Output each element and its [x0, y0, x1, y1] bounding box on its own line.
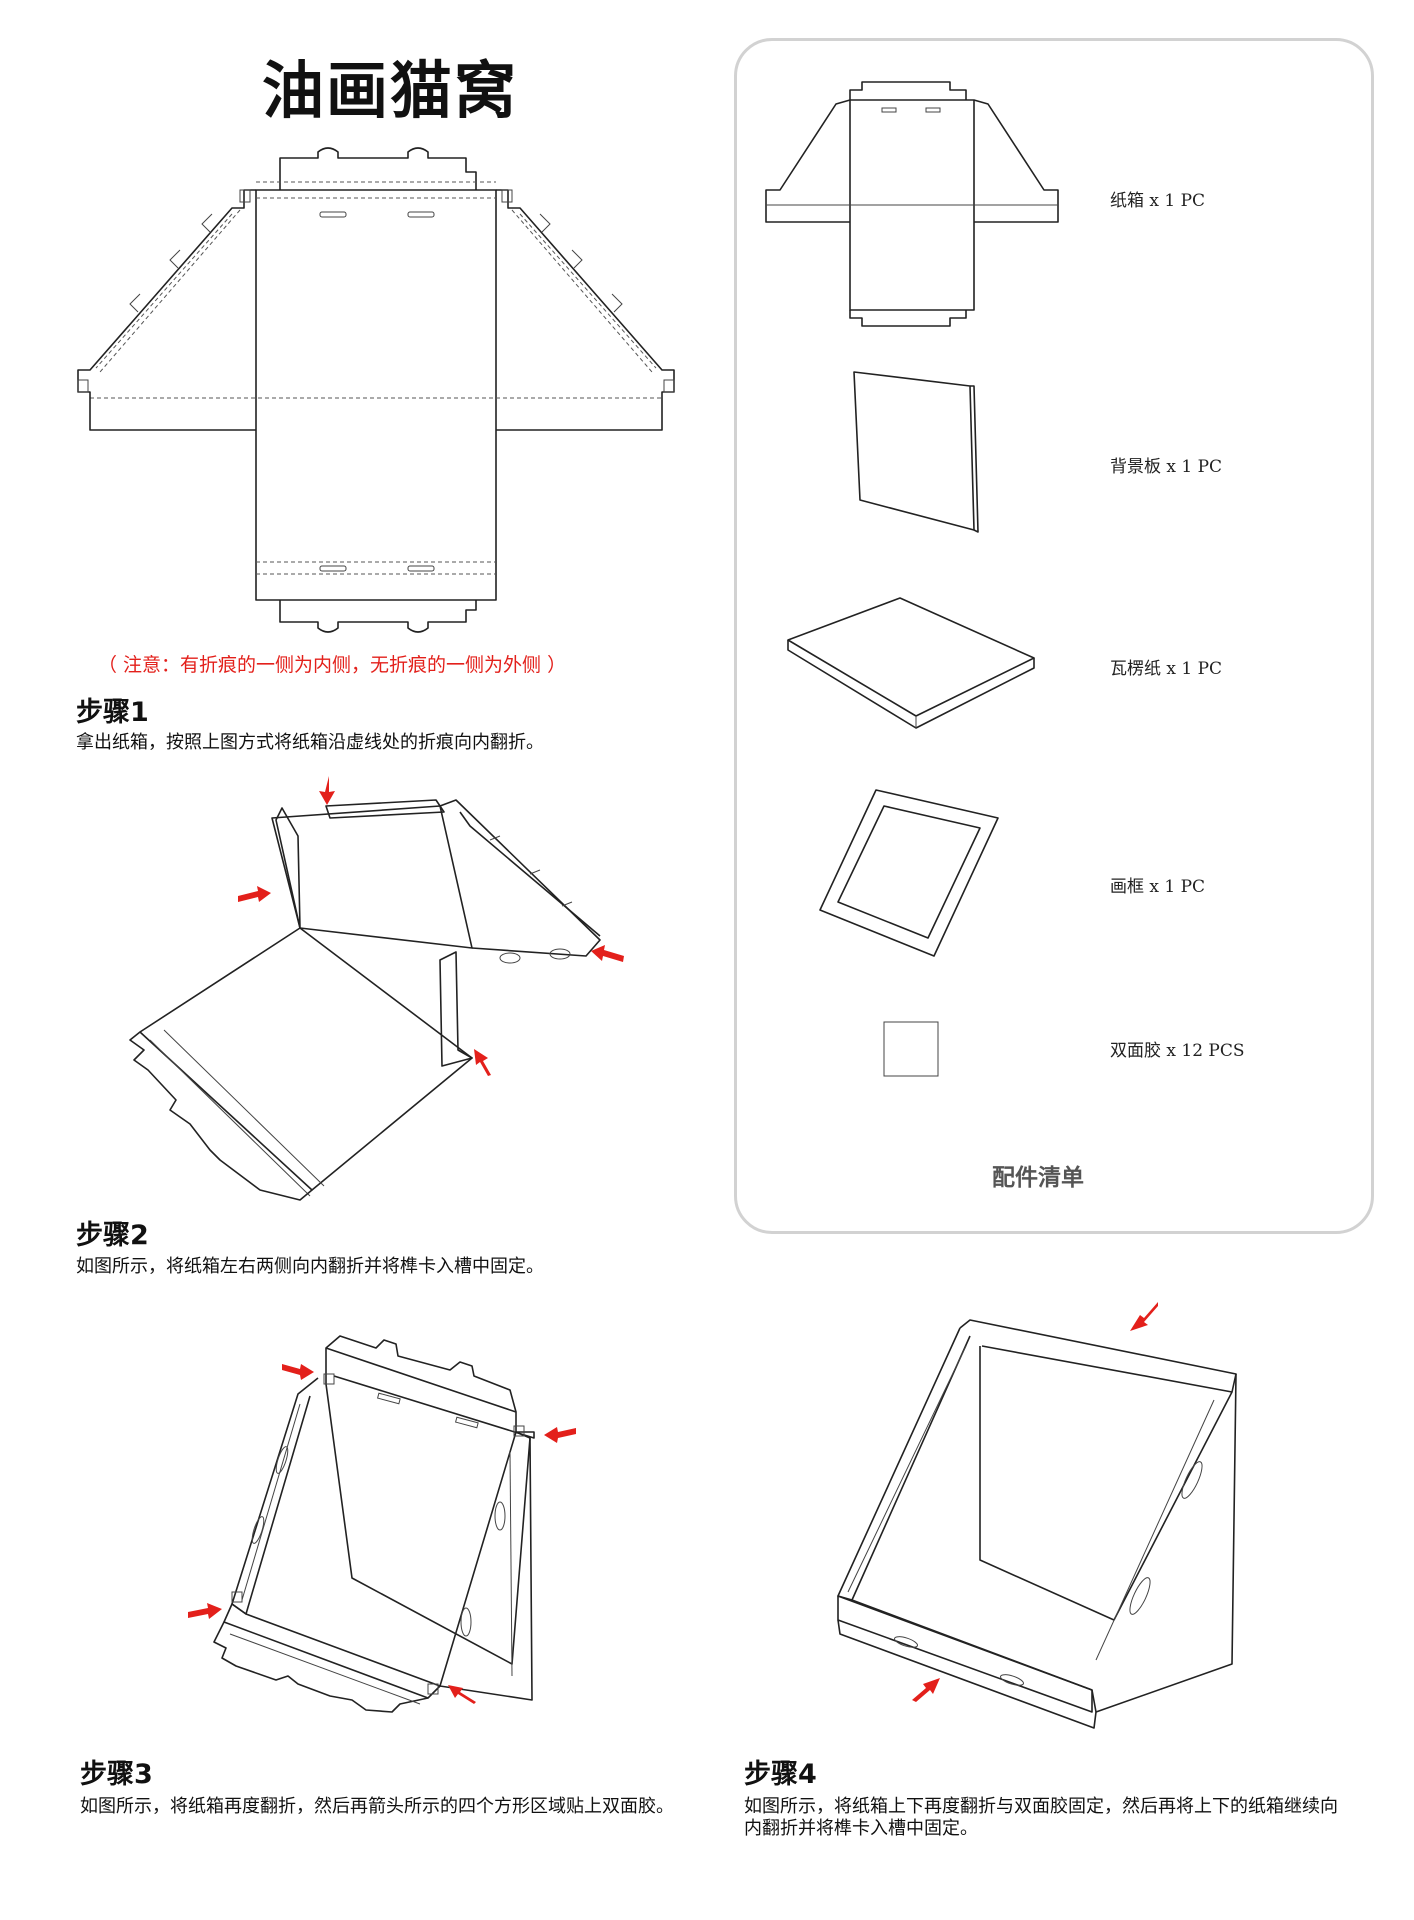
page-title: 油画猫窝 — [262, 54, 519, 127]
step-1-heading: 步骤1 — [76, 697, 149, 728]
step-4-heading: 步骤4 — [744, 1759, 817, 1790]
part-backboard-label: 背景板 x 1 PC — [1110, 457, 1223, 477]
step-1-text: 拿出纸箱，按照上图方式将纸箱沿虚线处的折痕向内翻折。 — [76, 732, 544, 753]
part-box-label: 纸箱 x 1 PC — [1110, 191, 1206, 211]
parts-list-panel — [734, 38, 1374, 1234]
part-corrugated-label: 瓦楞纸 x 1 PC — [1110, 659, 1223, 679]
step-3-text: 如图所示，将纸箱再度翻折，然后再箭头所示的四个方形区域贴上双面胶。 — [80, 1796, 674, 1817]
step-3-heading: 步骤3 — [80, 1759, 153, 1790]
part-frame-label: 画框 x 1 PC — [1110, 877, 1206, 897]
step-2-text: 如图所示，将纸箱左右两侧向内翻折并将榫卡入槽中固定。 — [76, 1256, 544, 1277]
part-tape-label: 双面胶 x 12 PCS — [1110, 1041, 1245, 1061]
step-2-heading: 步骤2 — [76, 1220, 149, 1251]
fold-note: （ 注意：有折痕的一侧为内侧，无折痕的一侧为外侧 ） — [98, 654, 567, 676]
parts-list-title: 配件清单 — [992, 1165, 1084, 1191]
step-4-text: 如图所示，将纸箱上下再度翻折与双面胶固定，然后再将上下的纸箱继续向内翻折并将榫卡… — [744, 1796, 1338, 1839]
